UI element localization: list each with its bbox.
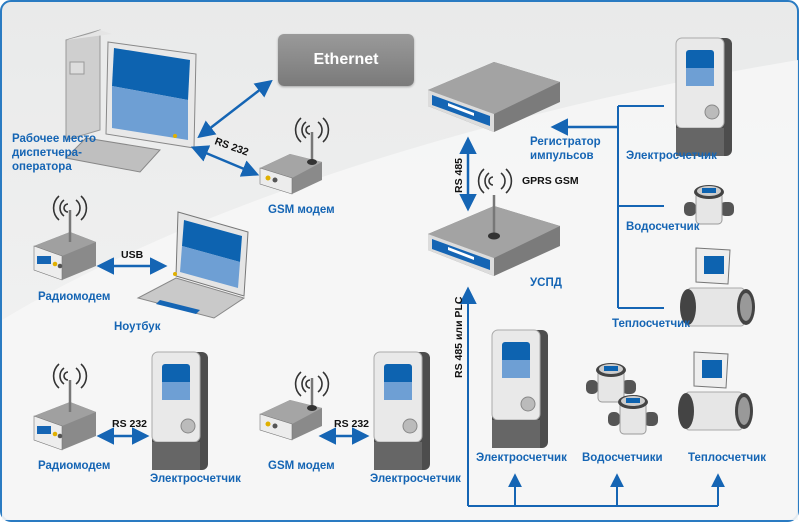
water-meter-label-right: Водосчетчик	[626, 221, 700, 233]
radiomodem-label-bottom: Радиомодем	[38, 460, 111, 472]
rs485-plc-label: RS 485 или PLC	[453, 296, 465, 378]
gsm-modem-label-top: GSM модем	[268, 204, 335, 216]
link-workstation-gsm	[190, 145, 260, 177]
ethernet-label: Ethernet	[313, 51, 379, 68]
electricity-meter-icon	[491, 329, 549, 449]
workstation-label: Рабочее место диспетчера-оператора	[12, 133, 97, 173]
rs232-label-left: RS 232	[112, 418, 148, 430]
laptop-label: Ноутбук	[114, 321, 161, 333]
electricity-meter-icon	[151, 351, 209, 471]
bottom-bus-lines	[467, 292, 718, 507]
meter-label-bottom-left: Электросчетчик	[150, 473, 241, 485]
rs232-label-mid: RS 232	[334, 418, 370, 430]
radiomodem-label-mid: Радиомодем	[38, 291, 111, 303]
laptop-icon	[136, 211, 249, 319]
radio-modem-icon	[33, 210, 97, 281]
heat-meter-label-right: Теплосчетчик	[612, 318, 690, 330]
water-meters-label-bus: Водосчетчики	[582, 452, 663, 464]
electricity-meter-icon	[675, 37, 733, 157]
usb-label: USB	[121, 249, 144, 261]
link-ethernet	[197, 79, 273, 139]
uspd-label: УСПД	[530, 277, 562, 289]
desktop-computer-icon	[64, 29, 197, 173]
pulse-registrar-label: Регистратор импульсов	[530, 136, 601, 162]
electricity-meter-icon	[373, 351, 431, 471]
meter-label-bottom-mid: Электросчетчик	[370, 473, 461, 485]
heat-meter-label-bus: Теплосчетчик	[688, 452, 766, 464]
gsm-modem-label-bottom: GSM модем	[268, 460, 335, 472]
right-branch-lines	[617, 105, 664, 309]
ethernet-network-box: Ethernet	[278, 34, 414, 86]
radio-modem-icon	[33, 380, 97, 451]
gsm-modem-icon	[259, 132, 323, 195]
meter-label-bus: Электросчетчик	[476, 452, 567, 464]
rs485-label: RS 485	[453, 157, 465, 193]
meter-label-right-top: Электросчетчик	[626, 150, 717, 162]
gprs-gsm-label: GPRS GSM	[522, 175, 579, 187]
gsm-modem-icon	[259, 378, 323, 441]
uspd-device	[428, 195, 560, 276]
